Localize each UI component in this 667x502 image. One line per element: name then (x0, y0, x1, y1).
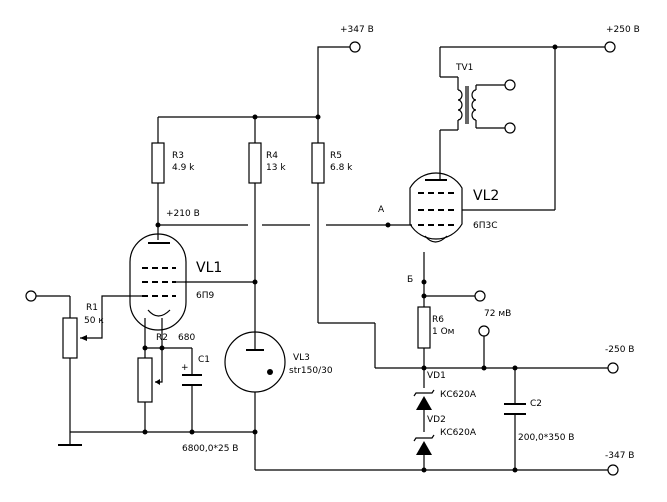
label-72mv: 72 мВ (484, 309, 511, 319)
voltage-regulator-vl3 (224, 331, 286, 393)
label-c1-plus: + (181, 363, 189, 373)
capacitor-c2 (504, 403, 526, 415)
resistor-r6 (417, 306, 431, 349)
label-vl3-type: str150/30 (289, 366, 333, 376)
label-vd1-name: VD1 (427, 371, 446, 381)
zener-diode-vd1 (413, 389, 435, 410)
label-r4-value: 13 k (266, 163, 286, 173)
junctions (142, 44, 558, 473)
label-vd2-name: VD2 (427, 415, 446, 425)
tube-vl2 (409, 162, 463, 243)
label-r3-name: R3 (172, 151, 184, 161)
resistor-r3 (151, 142, 165, 184)
label-r6-value: 1 Ом (432, 327, 454, 337)
label-r3-value: 4.9 k (172, 163, 195, 173)
label-vl1-name: VL1 (196, 260, 222, 276)
label-c1-name: C1 (198, 355, 210, 365)
label-c2-name: C2 (530, 399, 542, 409)
label-vd2-value: КС620А (440, 428, 477, 438)
label-r5-name: R5 (330, 151, 342, 161)
label-minus347: -347 В (605, 451, 634, 461)
label-minus250: -250 В (605, 345, 634, 355)
label-r1-name: R1 (86, 303, 98, 313)
resistor-r5 (311, 142, 325, 184)
label-vd1-value: КС620А (440, 390, 477, 400)
label-vl1-type: 6П9 (196, 291, 214, 301)
label-r2-name: R2 (156, 333, 168, 343)
label-vl2-name: VL2 (473, 188, 499, 204)
transformer-tv1 (457, 86, 477, 124)
label-c1-value: 6800,0*25 В (182, 444, 238, 454)
label-node-a: А (378, 205, 385, 215)
label-r1-value: 50 к (84, 316, 104, 326)
label-plus250: +250 В (606, 25, 640, 35)
label-tv1-name: TV1 (455, 63, 473, 73)
tube-vl1 (129, 233, 187, 331)
label-c2-value: 200,0*350 В (518, 433, 574, 443)
label-v210: +210 В (166, 209, 200, 219)
label-node-b: Б (407, 275, 413, 285)
resistor-r4 (248, 142, 262, 184)
terminals (25, 41, 619, 476)
label-vl3-name: VL3 (293, 353, 310, 363)
zener-diode-vd2 (413, 434, 435, 455)
label-r2-value: 680 (178, 333, 195, 343)
wires (36, 46, 608, 471)
label-vl2-type: 6П3С (473, 221, 498, 231)
label-r6-name: R6 (432, 315, 444, 325)
label-r4-name: R4 (266, 151, 278, 161)
capacitor-c1 (182, 374, 202, 386)
resistor-r2 (137, 357, 153, 403)
resistor-r1 (62, 317, 78, 359)
label-r5-value: 6.8 k (330, 163, 353, 173)
label-plus347: +347 В (340, 25, 374, 35)
